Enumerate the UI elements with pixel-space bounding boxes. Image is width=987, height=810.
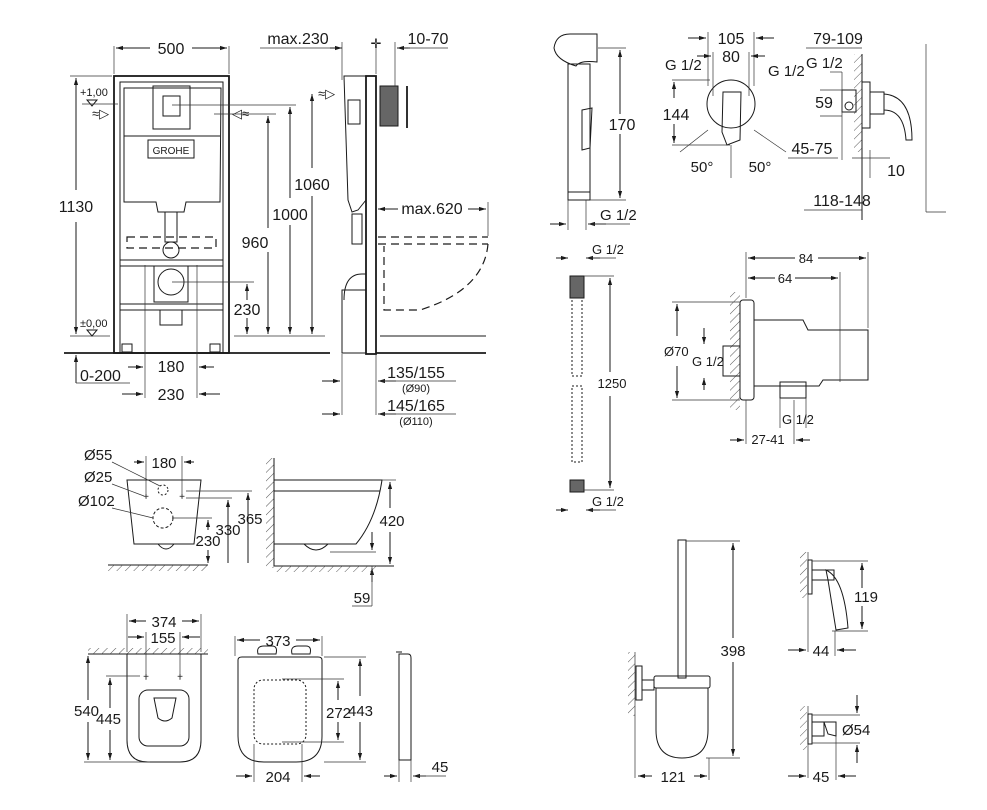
robe-hook: Ø54 45 <box>788 695 870 786</box>
dim-seat-204: 204 <box>265 769 290 786</box>
installation-frame-side: ✛ max.230 10-70 ≈▷ max.620 135/155 (Ø90)… <box>260 31 489 428</box>
dim-floor-adjust: 0-200 <box>80 368 121 385</box>
dim-mixer-59: 59 <box>815 95 833 112</box>
dim-max-depth: max.230 <box>267 31 328 48</box>
dim-mixer-plate: 10 <box>887 163 905 180</box>
outlet-thread-out: G 1/2 <box>782 412 814 427</box>
dim-hook-diameter: Ø54 <box>842 722 870 739</box>
dim-mixer-105: 105 <box>718 31 745 48</box>
mixer-front: 105 80 G 1/2 G 1/2 144 50° 50° 45-75 <box>663 31 838 178</box>
dim-mixer-overall: 118-148 <box>813 193 871 210</box>
shower-hose: 1250 G 1/2 G 1/2 <box>556 242 627 513</box>
dim-wc-365: 365 <box>237 511 262 528</box>
dim-mixer-80: 80 <box>722 49 740 66</box>
dim-wc-330: 330 <box>215 522 240 539</box>
dim-hose-length: 1250 <box>598 376 627 391</box>
dim-frame-height: 1130 <box>59 199 94 216</box>
toilet-seat: 373 443 272 204 45 <box>234 633 449 786</box>
centerline-icon: ✛ <box>371 36 382 51</box>
water-inlet-side-icon: ≈▷ <box>318 86 335 101</box>
dim-wc-445: 445 <box>96 711 121 728</box>
dim-d25: Ø25 <box>84 469 112 486</box>
hose-thread-top: G 1/2 <box>592 242 624 257</box>
dim-max-projection: max.620 <box>401 201 462 218</box>
dim-230-drain: 230 <box>234 302 261 319</box>
dim-wc-374: 374 <box>151 614 176 631</box>
dim-wc-59: 59 <box>354 590 371 607</box>
dim-wc-180: 180 <box>151 455 176 472</box>
dim-seat-443: 443 <box>348 703 373 720</box>
installation-frame-front: GROHE 500 1130 +1,00 ±0,00 <box>59 41 330 404</box>
water-inlet-left-icon: ≈▷ <box>92 106 109 121</box>
hand-shower: 170 G 1/2 <box>550 33 637 230</box>
dim-seat-272: 272 <box>326 705 351 722</box>
dim-1060: 1060 <box>294 177 330 194</box>
hose-thread-bottom: G 1/2 <box>592 494 624 509</box>
shower-thread: G 1/2 <box>600 207 637 224</box>
wc-front-view: + + Ø55 Ø25 Ø102 180 365 330 230 <box>78 447 263 571</box>
dim-plate-gap: 10-70 <box>408 31 449 48</box>
dim-wc-540: 540 <box>74 703 99 720</box>
dim-wc-155: 155 <box>150 630 175 647</box>
mixer-thread-left: G 1/2 <box>665 57 702 74</box>
dim-230-spacing: 230 <box>158 387 185 404</box>
dim-pipe-110-dia: (Ø110) <box>399 416 432 428</box>
dim-seat-45: 45 <box>432 759 449 776</box>
dim-brush-121: 121 <box>660 769 685 786</box>
dim-brush-398: 398 <box>720 643 745 660</box>
dim-angle-right: 50° <box>749 159 772 176</box>
brand-logo: GROHE <box>153 146 190 157</box>
dim-pipe-110: 145/165 <box>387 398 445 415</box>
wc-side-view: 420 59 <box>266 458 405 607</box>
water-inlet-right-icon: ◁≈ <box>232 106 249 121</box>
mixer-side-thread: G 1/2 <box>806 55 843 72</box>
paper-holder: 119 44 <box>788 552 878 660</box>
dim-hook-45: 45 <box>813 769 830 786</box>
dim-pipe-90: 135/155 <box>387 365 445 382</box>
dim-pipe-90-dia: (Ø90) <box>402 383 430 395</box>
mixer-side: 79-109 G 1/2 59 10 118-148 <box>804 31 946 220</box>
dim-wc-420: 420 <box>379 513 404 530</box>
dim-frame-width: 500 <box>158 41 185 58</box>
dim-wc-230: 230 <box>195 533 220 550</box>
dim-d55: Ø55 <box>84 447 112 464</box>
dim-outlet-range: 27-41 <box>751 432 784 447</box>
dim-d102: Ø102 <box>78 493 115 510</box>
dim-angle-left: 50° <box>691 159 714 176</box>
dim-outlet-diameter: Ø70 <box>664 344 689 359</box>
wc-top-view: + + 374 155 540 445 <box>74 614 208 763</box>
dim-mixer-range: 45-75 <box>792 141 833 158</box>
wall-outlet: 84 64 Ø70 G 1/2 G 1/2 27-41 <box>664 251 869 447</box>
toilet-brush: 398 121 <box>628 539 746 786</box>
mixer-thread-right: G 1/2 <box>768 63 805 80</box>
dim-outlet-64: 64 <box>778 271 792 286</box>
level-top-label: +1,00 <box>80 87 108 99</box>
dim-seat-373: 373 <box>265 633 290 650</box>
dim-mixer-144: 144 <box>663 107 690 124</box>
level-floor-label: ±0,00 <box>80 318 107 330</box>
dim-1000: 1000 <box>272 207 308 224</box>
dim-paper-119: 119 <box>854 589 878 606</box>
dim-960: 960 <box>242 235 269 252</box>
outlet-thread-in: G 1/2 <box>692 354 724 369</box>
dim-paper-44: 44 <box>813 643 830 660</box>
dim-180: 180 <box>158 359 185 376</box>
dim-mixer-depth: 79-109 <box>813 31 863 48</box>
dim-outlet-84: 84 <box>799 251 813 266</box>
dim-shower-height: 170 <box>609 117 636 134</box>
